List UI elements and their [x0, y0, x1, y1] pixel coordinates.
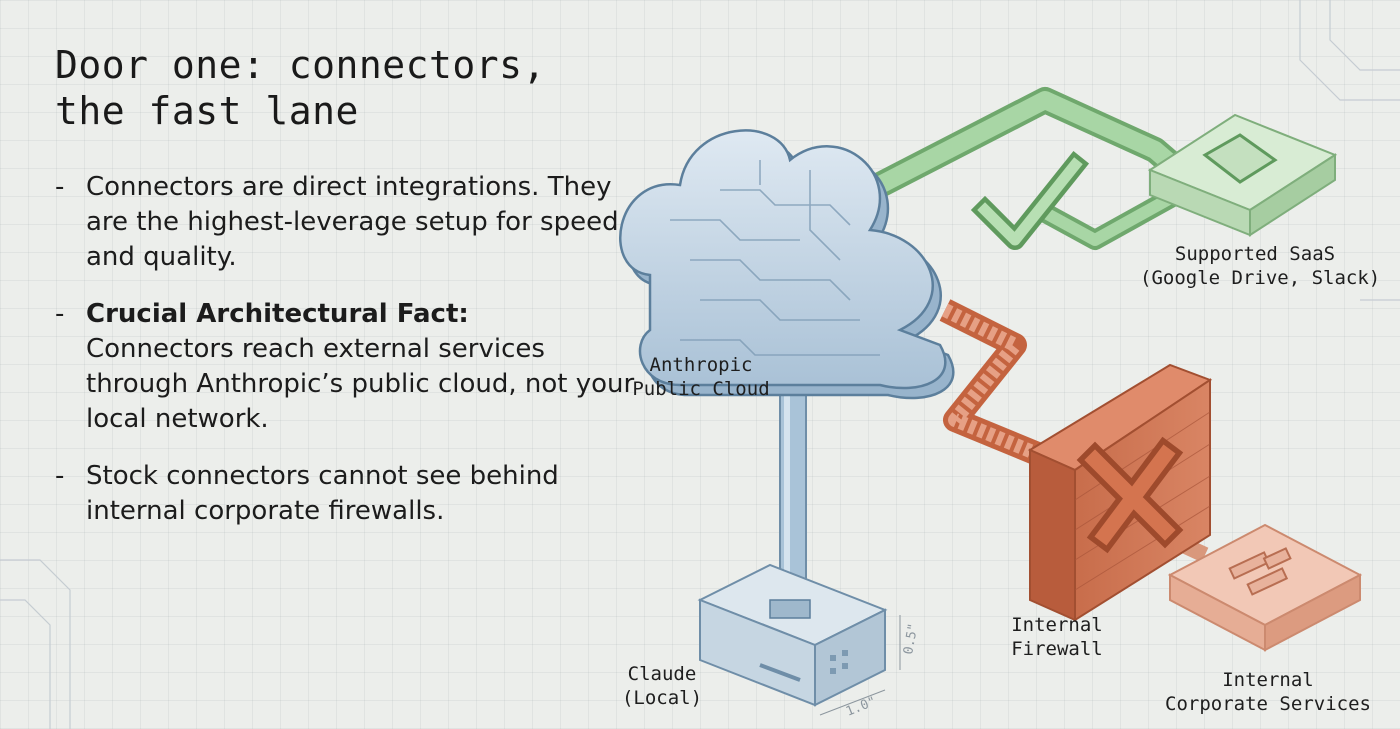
corporate-label-line-2: Corporate Services: [1165, 693, 1371, 715]
cloud-label-line-2: Public Cloud: [632, 378, 770, 400]
cloud-label: Anthropic Public Cloud: [626, 353, 776, 401]
firewall-label-line-2: Firewall: [1011, 638, 1103, 660]
corporate-box: [1167, 523, 1363, 652]
bullet-text: Connectors are direct integrations. They…: [86, 172, 619, 272]
bullet-dash: -: [55, 461, 65, 491]
bullet-dash: -: [55, 172, 65, 202]
dimension-height: 0.5": [901, 622, 921, 655]
server-icon: [1228, 547, 1292, 596]
bullet-item: - Stock connectors cannot see behind int…: [55, 459, 635, 529]
local-label: Claude (Local): [612, 662, 712, 710]
saas-label-line-1: Supported SaaS: [1174, 243, 1336, 265]
bullet-dash: -: [55, 299, 65, 329]
drive-icon: [1202, 133, 1278, 184]
local-device: [697, 563, 888, 707]
corporate-label-line-1: Internal: [1222, 669, 1314, 691]
dimension-width: 1.0": [844, 694, 879, 720]
bullet-lead: Crucial Architectural Fact:: [86, 299, 469, 329]
bullet-text: Stock connectors cannot see behind inter…: [86, 461, 559, 526]
slide-title: Door one: connectors, the fast lane: [55, 42, 546, 134]
local-label-line-1: Claude: [627, 663, 697, 685]
bullet-item: - Crucial Architectural Fact: Connectors…: [55, 297, 635, 437]
bullet-item: - Connectors are direct integrations. Th…: [55, 170, 635, 275]
dimension-marks: [819, 615, 901, 716]
title-line-2: the fast lane: [55, 89, 359, 133]
saas-label: Supported SaaS (Google Drive, Slack): [1140, 242, 1381, 290]
cloud-icon: [618, 129, 955, 400]
title-line-1: Door one: connectors,: [55, 43, 546, 87]
firewall-label: Internal Firewall: [1002, 613, 1112, 661]
local-label-line-2: (Local): [621, 687, 703, 709]
checkmark-icon: [970, 150, 1090, 250]
bullet-text: Connectors reach external services throu…: [86, 334, 635, 434]
cloud-label-line-1: Anthropic: [649, 354, 753, 376]
saas-label-line-2: (Google Drive, Slack): [1140, 267, 1381, 289]
saas-box: [1147, 113, 1338, 237]
chip-icon: [769, 599, 811, 619]
corporate-label: Internal Corporate Services: [1158, 668, 1378, 716]
bullet-list: - Connectors are direct integrations. Th…: [55, 170, 635, 551]
firewall-label-line-1: Internal: [1011, 614, 1103, 636]
blocked-x-icon: [1076, 436, 1184, 554]
